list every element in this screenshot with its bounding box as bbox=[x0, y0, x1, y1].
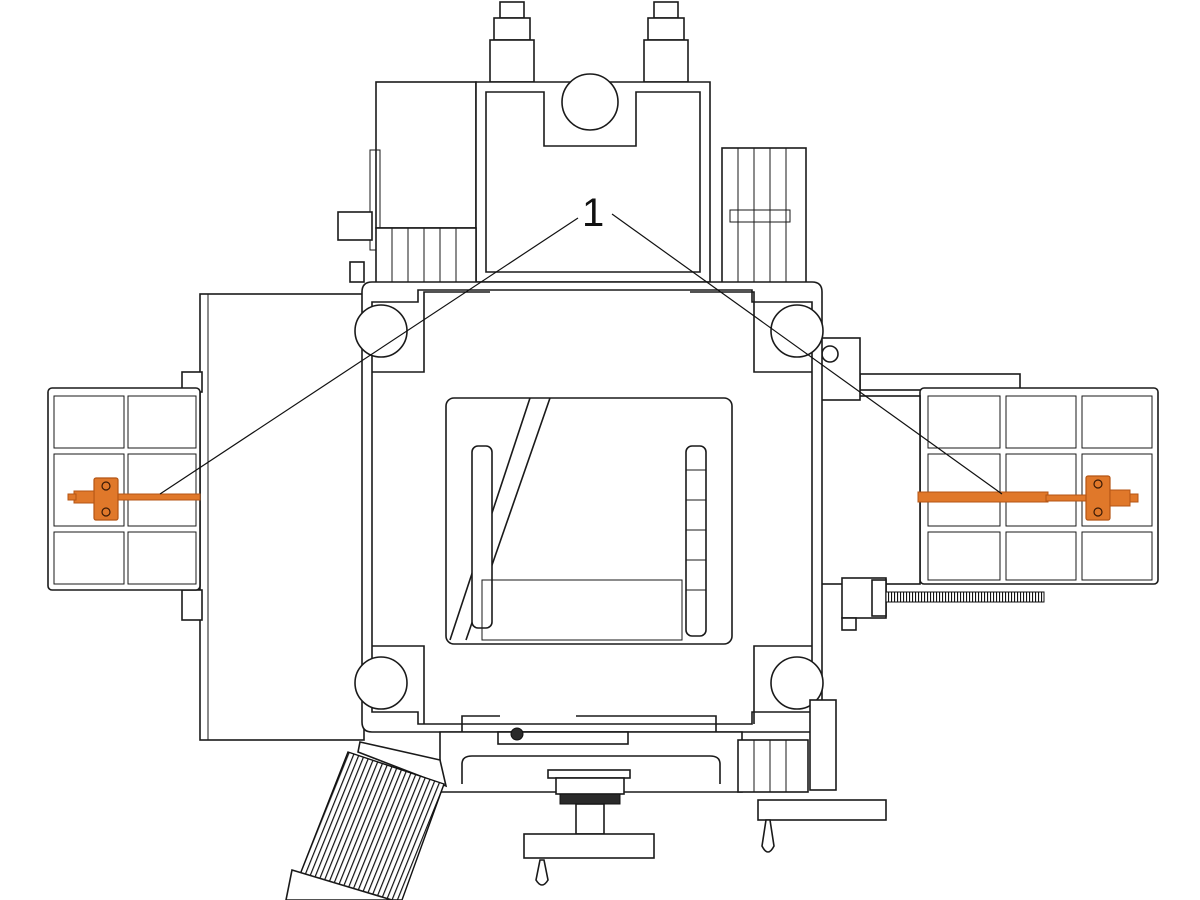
highlighted-rod-left bbox=[67, 477, 201, 521]
callout: 1 bbox=[159, 191, 1003, 495]
main-housing bbox=[354, 281, 824, 733]
gear-rack bbox=[841, 577, 1045, 631]
callout-leader-right bbox=[611, 213, 1003, 495]
callout-leader-left bbox=[159, 217, 579, 495]
right-grid-arm bbox=[817, 337, 1159, 585]
top-studs bbox=[489, 1, 689, 83]
left-cover bbox=[181, 293, 365, 741]
knurled-knob bbox=[285, 741, 448, 900]
upper-housing bbox=[337, 73, 807, 289]
callout-label: 1 bbox=[582, 191, 604, 235]
highlighted-rod-right bbox=[917, 475, 1139, 521]
left-grid-arm bbox=[47, 387, 201, 591]
